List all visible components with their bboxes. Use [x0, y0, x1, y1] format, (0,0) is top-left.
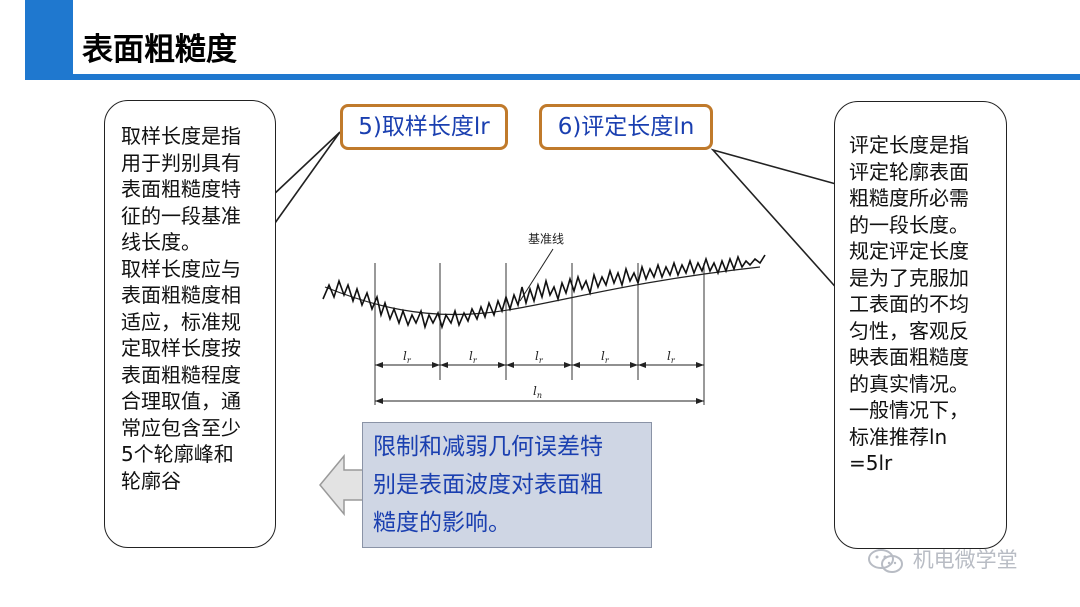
evaluation-length-callout: 评定长度是指 评定轮廓表面 粗糙度所必需 的一段长度。 规定评定长度 是为了克服… [834, 101, 1007, 549]
sampling-length-callout: 取样长度是指 用于判别具有 表面粗糙度特 征的一段基准 线长度。 取样长度应与 … [104, 100, 276, 548]
callout-line: 适应，标准规 [121, 309, 241, 334]
left-arrow-icon [319, 454, 365, 516]
segment-label: lr [403, 349, 412, 365]
callout-line: 定取样长度按 [121, 336, 241, 360]
segment-dimensions [375, 364, 704, 402]
note-line: 限制和减弱几何误差特 [373, 434, 603, 460]
note-line: 别是表面波度对表面粗 [373, 472, 603, 498]
callout-line: 规定评定长度 [849, 239, 969, 263]
callout-line: 征的一段基准 [121, 203, 241, 228]
callout-line: 取样长度是指 [121, 124, 241, 148]
callout-line: 用于判别具有 [121, 150, 241, 175]
callout-line: 表面粗糙度相 [121, 283, 241, 307]
note-line: 糙度的影响。 [373, 510, 511, 536]
segment-label: lr [667, 349, 676, 365]
roughness-profile-figure: 基准线 lr lr lr lr lr ln [315, 215, 769, 429]
wave-limit-note: 限制和减弱几何误差特 别是表面波度对表面粗 糙度的影响。 [362, 422, 652, 548]
header-rule [25, 74, 1080, 80]
callout-line: 评定长度是指 [849, 133, 969, 157]
segment-label: lr [535, 349, 544, 365]
callout-line: 标准推荐ln [849, 424, 948, 449]
segment-label: lr [601, 349, 610, 365]
callout-line: 是为了克服加 [849, 265, 969, 290]
callout-line: 轮廓谷 [121, 468, 181, 493]
watermark-text: 机电微学堂 [912, 548, 1018, 572]
callout-line: 粗糙度所必需 [849, 186, 969, 210]
callout-line: 取样长度应与 [121, 256, 241, 281]
callout-line: 表面粗糙度特 [121, 177, 241, 201]
callout-line: 评定轮廓表面 [849, 159, 969, 184]
roughness-profile [322, 254, 766, 330]
callout-line: 一般情况下， [849, 398, 969, 422]
segment-label: lr [469, 349, 478, 365]
watermark: 机电微学堂 [866, 545, 1018, 575]
header-bar [0, 0, 1080, 80]
evaluation-length-tag: 6)评定长度ln [539, 104, 713, 150]
callout-line: 映表面粗糙度 [849, 345, 969, 369]
callout-line: 的一段长度。 [849, 212, 969, 237]
callout-line: 的真实情况。 [849, 371, 969, 396]
sampling-length-tag: 5)取样长度lr [340, 104, 508, 150]
callout-line: 线长度。 [121, 230, 201, 254]
callout-line: 5个轮廓峰和 [121, 442, 234, 466]
page-title: 表面粗糙度 [82, 32, 237, 68]
callout-line: 常应包含至少 [121, 415, 241, 440]
callout-line: 工表面的不均 [849, 292, 969, 316]
callout-line: 表面粗糙程度 [121, 362, 241, 387]
header-accent-block [25, 0, 73, 80]
callout-line: 合理取值，通 [121, 389, 241, 413]
wechat-icon [868, 549, 903, 573]
total-length-label: ln [533, 384, 542, 400]
callout-line: =5lr [849, 451, 893, 475]
dimension-arrowheads [375, 362, 704, 404]
callout-line: 匀性，客观反 [849, 318, 969, 343]
baseline-label: 基准线 [528, 232, 564, 246]
